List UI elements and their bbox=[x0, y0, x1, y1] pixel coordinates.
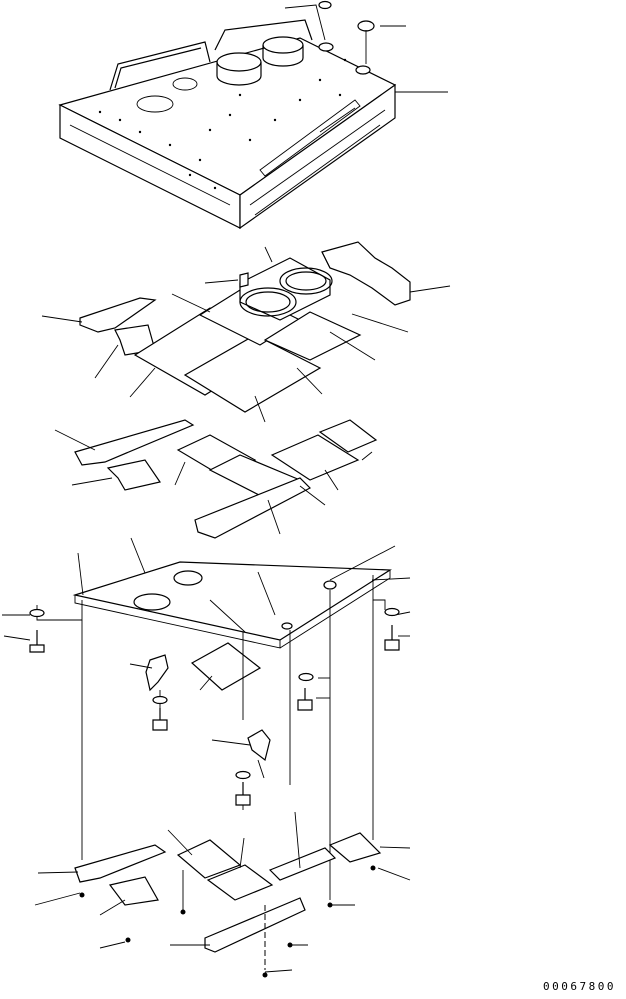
floor-mat-assembly bbox=[42, 242, 450, 422]
floor-plate-assembly bbox=[2, 538, 410, 900]
catalog-number: 00067800 bbox=[543, 980, 616, 993]
floor-frame-assembly bbox=[60, 2, 448, 229]
under-mat-assembly bbox=[55, 420, 376, 538]
lower-mat-assembly bbox=[35, 812, 410, 978]
